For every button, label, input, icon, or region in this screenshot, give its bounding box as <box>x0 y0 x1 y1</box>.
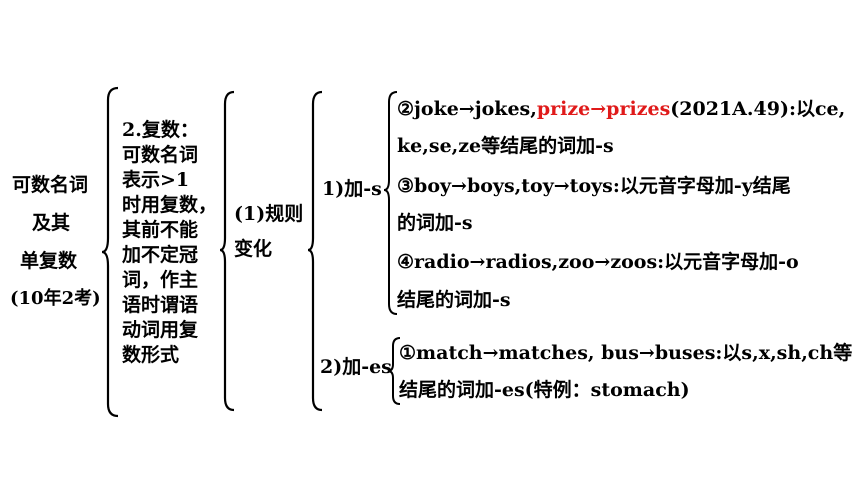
item-2-line-2: ke,se,ze等结尾的词加-s <box>397 135 614 157</box>
es-item-line-2: 结尾的词加-es(特例：stomach) <box>399 379 690 401</box>
brace-level-2 <box>219 90 235 412</box>
brace-s-items <box>383 91 398 315</box>
definition-line: 2.复数： <box>122 119 199 141</box>
root-line-3: 单复数 <box>20 250 78 272</box>
definition-line: 加不定冠 <box>122 244 199 266</box>
root-line-4: (10年2考) <box>10 288 101 309</box>
definition-line: 其前不能 <box>122 219 199 241</box>
plural-definition: 2.复数： 可数名词 表示>1 时用复数， 其前不能 加不定冠 词，作主 语时谓… <box>122 118 217 368</box>
item-2-rule: (2021A.49):以ce, <box>670 98 846 120</box>
definition-line: 时用复数， <box>122 194 218 216</box>
es-item-line-1: ①match→matches, bus→buses:以s,x,sh,ch等 <box>399 342 853 364</box>
root-line-1: 可数名词 <box>12 174 89 196</box>
brace-level-3 <box>307 90 323 412</box>
rule-line-1: (1)规则 <box>234 203 304 225</box>
definition-line: 数形式 <box>122 344 180 366</box>
item-2-line-1: ②joke→jokes,prize→prizes(2021A.49):以ce, <box>397 100 845 119</box>
definition-line: 词，作主 <box>122 269 199 291</box>
brace-es-items <box>387 337 401 405</box>
branch-es-label: 2)加-es <box>320 356 392 378</box>
definition-line: 表示>1 <box>122 169 190 191</box>
rule-line-2: 变化 <box>234 238 273 260</box>
item-2-example-joke: ②joke→jokes, <box>397 98 537 120</box>
definition-line: 语时谓语 <box>122 294 199 316</box>
item-2-example-prize: prize→prizes <box>536 98 671 120</box>
item-3-line-1: ③boy→boys,toy→toys:以元音字母加-y结尾 <box>397 175 791 197</box>
definition-line: 可数名词 <box>122 144 199 166</box>
branch-s-label: 1)加-s <box>322 178 382 200</box>
item-4-line-2: 结尾的词加-s <box>397 289 511 311</box>
definition-line: 动词用复 <box>122 319 199 341</box>
brace-level-1 <box>101 86 119 418</box>
item-3-line-2: 的词加-s <box>397 212 473 234</box>
item-4-line-1: ④radio→radios,zoo→zoos:以元音字母加-o <box>397 251 799 273</box>
root-line-2: 及其 <box>32 212 71 234</box>
